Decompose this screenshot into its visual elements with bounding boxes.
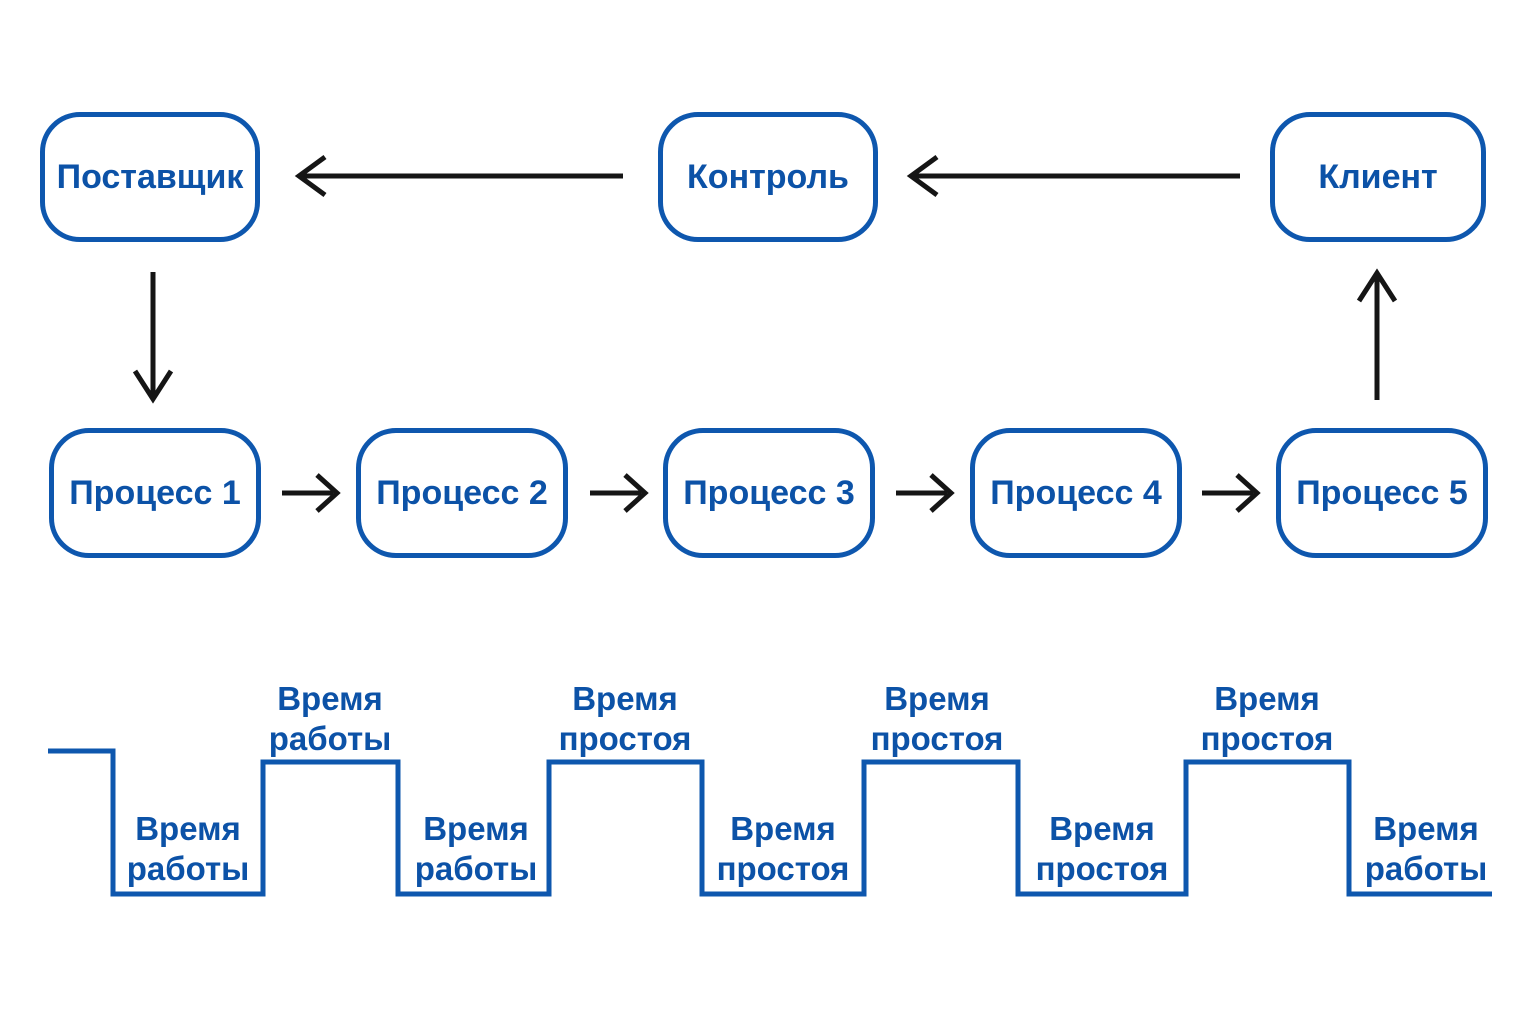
timeline-label-2-line2: работы	[268, 720, 392, 757]
node-client-label: Клиент	[1318, 157, 1438, 196]
node-process-1-label: Процесс 1	[69, 473, 241, 512]
node-process-2-label: Процесс 2	[376, 473, 548, 512]
node-process-2: Процесс 2	[356, 428, 568, 558]
arrow-process2-to-process3	[590, 473, 649, 513]
timeline-label-4: Время простоя	[559, 679, 692, 759]
timeline-label-2: Время работы	[269, 679, 392, 759]
node-control: Контроль	[658, 112, 878, 242]
node-process-5: Процесс 5	[1276, 428, 1488, 558]
arrow-control-to-supplier	[294, 154, 623, 198]
node-process-4: Процесс 4	[970, 428, 1182, 558]
arrow-supplier-to-process1	[132, 272, 174, 404]
timeline-label-5-line2: простоя	[716, 850, 850, 887]
timeline-label-4-line1: Время	[572, 680, 678, 717]
timeline-label-3-line1: Время	[423, 810, 529, 847]
timeline-label-8-line1: Время	[1214, 680, 1320, 717]
timeline-label-6-line1: Время	[884, 680, 990, 717]
timeline-label-6-line2: простоя	[870, 720, 1004, 757]
timeline-label-6: Время простоя	[871, 679, 1004, 759]
timeline-label-2-line1: Время	[277, 680, 383, 717]
node-process-1: Процесс 1	[49, 428, 261, 558]
timeline-label-3: Время работы	[415, 809, 538, 889]
node-process-5-label: Процесс 5	[1296, 473, 1468, 512]
timeline-label-7: Время простоя	[1036, 809, 1169, 889]
node-process-4-label: Процесс 4	[990, 473, 1162, 512]
timeline-label-7-line1: Время	[1049, 810, 1155, 847]
node-supplier-label: Поставщик	[56, 157, 244, 196]
timeline-label-5: Время простоя	[717, 809, 850, 889]
timeline-label-9-line2: работы	[1364, 850, 1488, 887]
arrow-process1-to-process2	[282, 473, 341, 513]
node-process-3-label: Процесс 3	[683, 473, 855, 512]
node-control-label: Контроль	[687, 157, 849, 196]
node-process-3: Процесс 3	[663, 428, 875, 558]
timeline-label-3-line2: работы	[414, 850, 538, 887]
arrow-client-to-control	[906, 154, 1240, 198]
timeline-label-1-line2: работы	[126, 850, 250, 887]
timeline-label-5-line1: Время	[730, 810, 836, 847]
timeline-label-9: Время работы	[1365, 809, 1488, 889]
timeline-label-1: Время работы	[127, 809, 250, 889]
timeline-label-4-line2: простоя	[558, 720, 692, 757]
timeline-label-1-line1: Время	[135, 810, 241, 847]
timeline-label-7-line2: простоя	[1035, 850, 1169, 887]
arrow-process3-to-process4	[896, 473, 955, 513]
timeline-label-8-line2: простоя	[1200, 720, 1334, 757]
arrow-process4-to-process5	[1202, 473, 1261, 513]
node-supplier: Поставщик	[40, 112, 260, 242]
timeline-label-8: Время простоя	[1201, 679, 1334, 759]
arrow-process5-to-client	[1356, 268, 1398, 400]
timeline-label-9-line1: Время	[1373, 810, 1479, 847]
node-client: Клиент	[1270, 112, 1486, 242]
